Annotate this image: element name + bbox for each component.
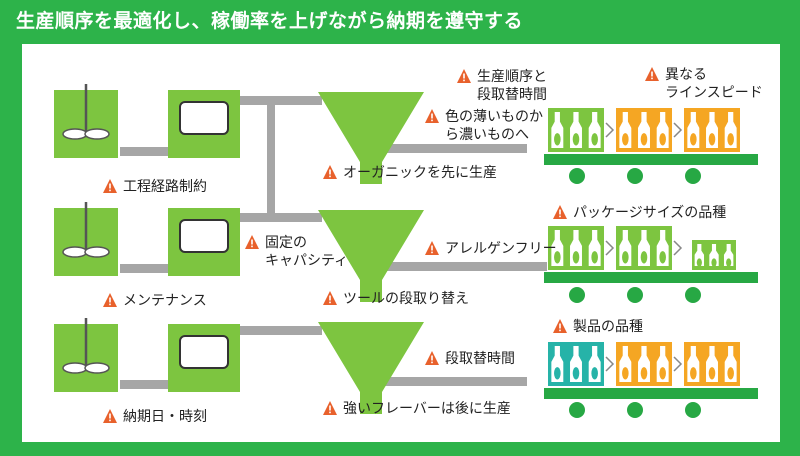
annotation-setup-time: 段取替時間 [424, 350, 515, 368]
annotation-organic-first: オーガニックを先に生産 [322, 164, 497, 182]
chevron-right-icon [605, 240, 615, 256]
chevron-right-icon [605, 356, 615, 372]
chevron-right-icon [673, 240, 683, 256]
machine-1 [167, 89, 241, 159]
annotation-allergen-free: アレルゲンフリー [424, 240, 557, 258]
bottle-group [548, 342, 604, 386]
annotation-fixed-capacity: 固定の キャパシティ [244, 234, 348, 270]
mixer-2 [52, 200, 120, 278]
bottle-group [692, 240, 736, 270]
conveyor-belts [544, 154, 758, 399]
annotation-constraint-route: 工程経路制約 [102, 178, 207, 196]
annotation-package-size: パッケージサイズの品種 [552, 204, 726, 222]
bottle-group [684, 108, 740, 152]
annotation-tool-change: ツールの段取り替え [322, 290, 469, 308]
bottle-group [684, 342, 740, 386]
warning-icon [424, 240, 440, 256]
annotation-due-date: 納期日・時刻 [102, 408, 207, 426]
chevron-right-icon [673, 356, 683, 372]
warning-icon [322, 400, 338, 416]
warning-icon [102, 178, 118, 194]
pipes [120, 96, 547, 389]
annotation-strong-flavor-last: 強いフレーバーは後に生産 [322, 400, 511, 418]
warning-icon [244, 234, 260, 250]
annotation-sequence-setup: 生産順序と 段取替時間 [456, 68, 547, 104]
warning-icon [552, 318, 568, 334]
warning-icon [552, 204, 568, 220]
machine-3 [167, 323, 241, 393]
bottle-group [616, 342, 672, 386]
warning-icon [424, 108, 440, 124]
bottle [723, 244, 734, 266]
diagram-panel: 工程経路制約 メンテナンス 納期日・時刻 固定の キャパシティ オーガニックを先… [22, 44, 780, 442]
machine-2 [167, 207, 241, 277]
annotation-different-speed: 異なる ラインスピード [644, 66, 763, 102]
warning-icon [102, 408, 118, 424]
warning-icon [322, 290, 338, 306]
annotation-product-type: 製品の品種 [552, 318, 643, 336]
chevron-right-icon [673, 122, 683, 138]
process-diagram [52, 82, 758, 418]
annotation-light-to-dark: 色の薄いものか ら濃いものへ [424, 108, 543, 144]
warning-icon [644, 66, 660, 82]
bottle-group [616, 226, 672, 270]
warning-icon [424, 350, 440, 366]
bottle-group [548, 108, 604, 152]
warning-icon [102, 292, 118, 308]
mixer-3 [52, 316, 120, 394]
bottle-groups [548, 108, 740, 386]
warning-icon [322, 164, 338, 180]
bottle-group [616, 108, 672, 152]
bottle [709, 244, 719, 266]
bottle-group [548, 226, 604, 270]
page-title: 生産順序を最適化し、稼働率を上げながら納期を遵守する [16, 10, 524, 32]
mixer-1 [52, 82, 120, 160]
warning-icon [456, 68, 472, 84]
bottle [694, 244, 705, 266]
chevron-right-icon [605, 122, 615, 138]
annotation-maintenance: メンテナンス [102, 292, 207, 310]
